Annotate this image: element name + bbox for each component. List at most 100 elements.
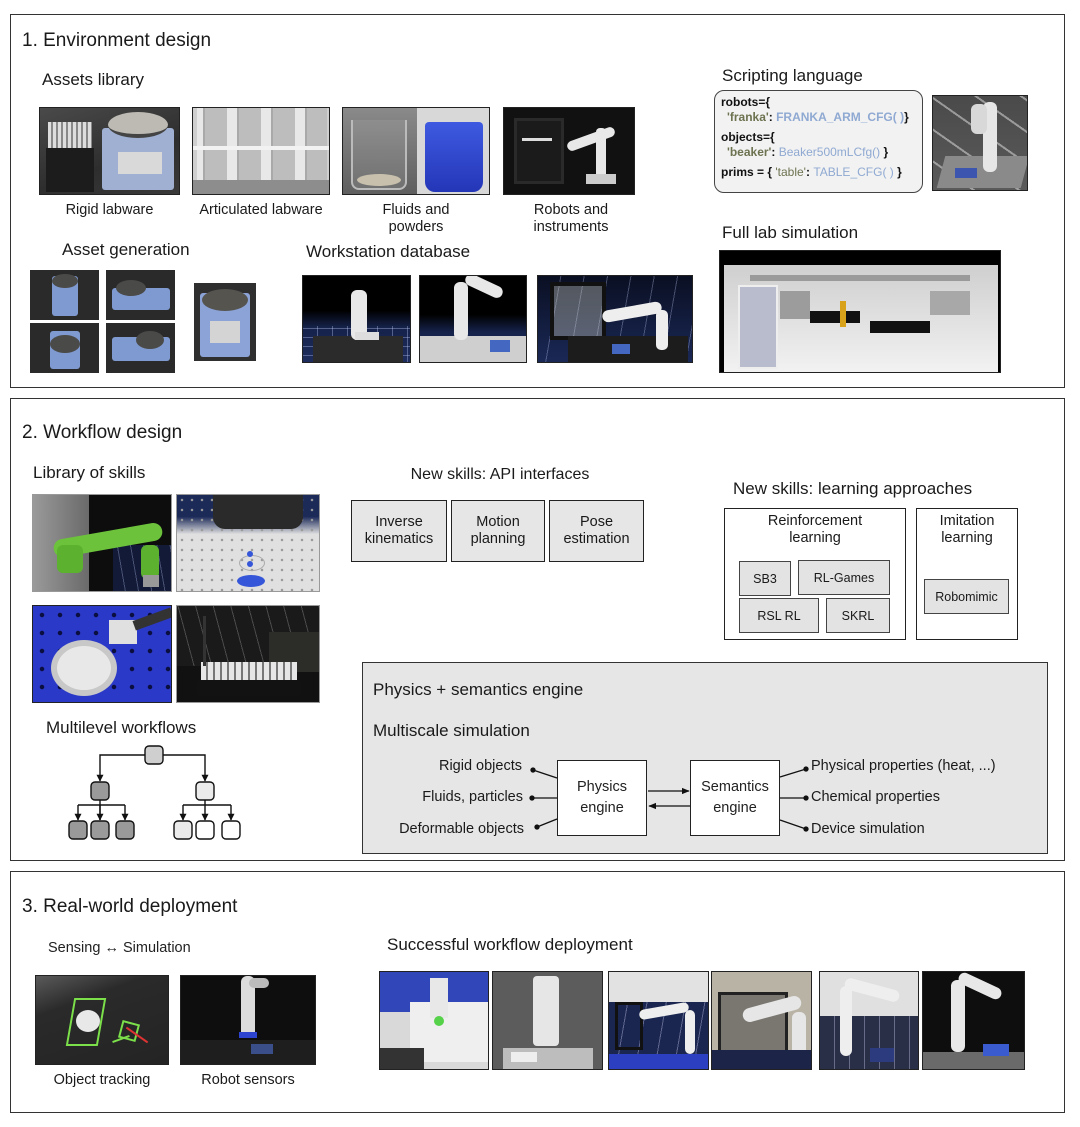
code-string: 'beaker' <box>727 145 772 159</box>
tree-node <box>115 820 135 840</box>
box-line: engine <box>580 800 624 816</box>
box-line: planning <box>470 531 526 547</box>
assets-library-title: Assets library <box>42 70 145 89</box>
asset-generation-image <box>30 270 99 320</box>
tree-node <box>90 781 110 801</box>
code-brace: } <box>893 165 902 179</box>
engine-panel-subtitle: Multiscale simulation <box>373 721 530 740</box>
tree-node <box>173 820 193 840</box>
workstation-image <box>537 275 693 363</box>
asset-generation-image <box>106 270 175 320</box>
box-line: Pose <box>579 514 614 530</box>
simulation-label: Simulation <box>122 940 191 956</box>
api-box-pose-estimation: Pose estimation <box>549 500 644 562</box>
box-line: Motion <box>476 514 520 530</box>
learning-approaches-title: New skills: learning approaches <box>733 479 973 498</box>
fluids-powders-image <box>342 107 490 195</box>
box-line: Inverse <box>375 514 423 530</box>
tree-node <box>195 781 215 801</box>
workflow-tree <box>68 745 241 840</box>
skill-image <box>32 494 172 592</box>
box-line: kinematics <box>364 531 434 547</box>
reinforcement-learning-label: Reinforcement learning <box>724 513 906 547</box>
tree-node <box>221 820 241 840</box>
section-title: 2. Workflow design <box>22 422 183 443</box>
engine-output-label: Chemical properties <box>811 789 940 805</box>
tree-node-root <box>144 745 164 765</box>
caption-line: instruments <box>533 219 609 235</box>
rl-library-sb3: SB3 <box>739 561 791 596</box>
code-keyword: robots={ <box>721 95 771 109</box>
caption-line: Fluids and <box>382 202 450 218</box>
articulated-labware-caption: Articulated labware <box>199 202 323 218</box>
input-connector <box>536 818 558 828</box>
robots-instruments-caption: Robots and instruments <box>503 202 639 236</box>
deployment-image <box>379 971 489 1070</box>
box-line: estimation <box>563 531 630 547</box>
code-value: Beaker500mLCfg() <box>778 145 881 159</box>
semantics-engine-box: Semantics engine <box>690 760 780 836</box>
code-string: 'franka' <box>727 110 769 124</box>
caption-line: powders <box>388 219 444 235</box>
deployment-image <box>492 971 603 1070</box>
code-brace: } <box>904 110 909 124</box>
rigid-labware-image <box>39 107 180 195</box>
object-tracking-caption: Object tracking <box>53 1072 151 1088</box>
il-library-robomimic: Robomimic <box>924 579 1009 614</box>
engine-panel-title: Physics + semantics engine <box>373 680 584 699</box>
skill-image <box>176 494 320 592</box>
code-line: objects={ <box>721 130 916 145</box>
engine-input-label: Fluids, particles <box>422 789 523 805</box>
input-dot <box>529 795 535 801</box>
multilevel-workflows-title: Multilevel workflows <box>46 718 197 737</box>
output-connector <box>779 768 807 778</box>
api-box-inverse-kinematics: Inverse kinematics <box>351 500 447 562</box>
code-colon: : <box>768 110 777 124</box>
robots-instruments-image <box>503 107 635 195</box>
label-line: learning <box>941 530 993 546</box>
code-line: 'beaker': Beaker500mLCfg() } <box>721 145 916 160</box>
fluids-powders-caption: Fluids and powders <box>342 202 490 236</box>
box-line: Semantics <box>701 779 769 795</box>
code-colon: : <box>771 145 779 159</box>
tree-connector <box>96 754 145 782</box>
physics-engine-box: Physics engine <box>557 760 647 836</box>
deployment-image <box>819 971 919 1070</box>
engine-connectors <box>529 766 809 832</box>
box-line: Physics <box>577 779 627 795</box>
rl-library-skrl: SKRL <box>826 598 890 633</box>
output-dot <box>803 766 809 772</box>
skill-image <box>176 605 320 703</box>
workflow-tree-connectors <box>74 754 235 821</box>
bidirectional-arrow-icon: ↔ <box>104 940 119 956</box>
workstation-image <box>419 275 527 363</box>
code-value: TABLE_CFG( ) <box>813 165 894 179</box>
output-dot <box>803 795 809 801</box>
workstation-database-title: Workstation database <box>306 242 471 261</box>
rigid-labware-caption: Rigid labware <box>65 202 154 218</box>
code-snippet: robots={ 'franka': FRANKA_ARM_CFG( )} ob… <box>714 90 923 193</box>
skill-image <box>32 605 172 703</box>
imitation-learning-label: Imitation learning <box>916 513 1018 547</box>
tree-node <box>90 820 110 840</box>
object-tracking-image <box>35 975 169 1065</box>
engine-output-label: Physical properties (heat, ...) <box>811 758 996 774</box>
output-connector <box>779 819 807 830</box>
library-of-skills-title: Library of skills <box>33 463 146 482</box>
code-string: 'table' <box>775 165 806 179</box>
code-colon: : <box>805 165 814 179</box>
deployment-image <box>711 971 812 1070</box>
tree-node <box>68 820 88 840</box>
code-brace: } <box>880 145 889 159</box>
code-line: robots={ <box>721 95 916 110</box>
code-value: FRANKA_ARM_CFG( ) <box>776 110 905 124</box>
input-dot <box>530 767 536 773</box>
engine-input-label: Deformable objects <box>399 821 524 837</box>
caption-line: Robots and <box>533 202 609 218</box>
scripting-language-title: Scripting language <box>722 66 863 85</box>
scripted-scene-image <box>932 95 1028 191</box>
asset-generation-image <box>194 283 256 361</box>
section-title: 3. Real-world deployment <box>22 896 238 917</box>
robot-sensors-caption: Robot sensors <box>201 1072 295 1088</box>
code-keyword: prims = { <box>721 165 776 179</box>
